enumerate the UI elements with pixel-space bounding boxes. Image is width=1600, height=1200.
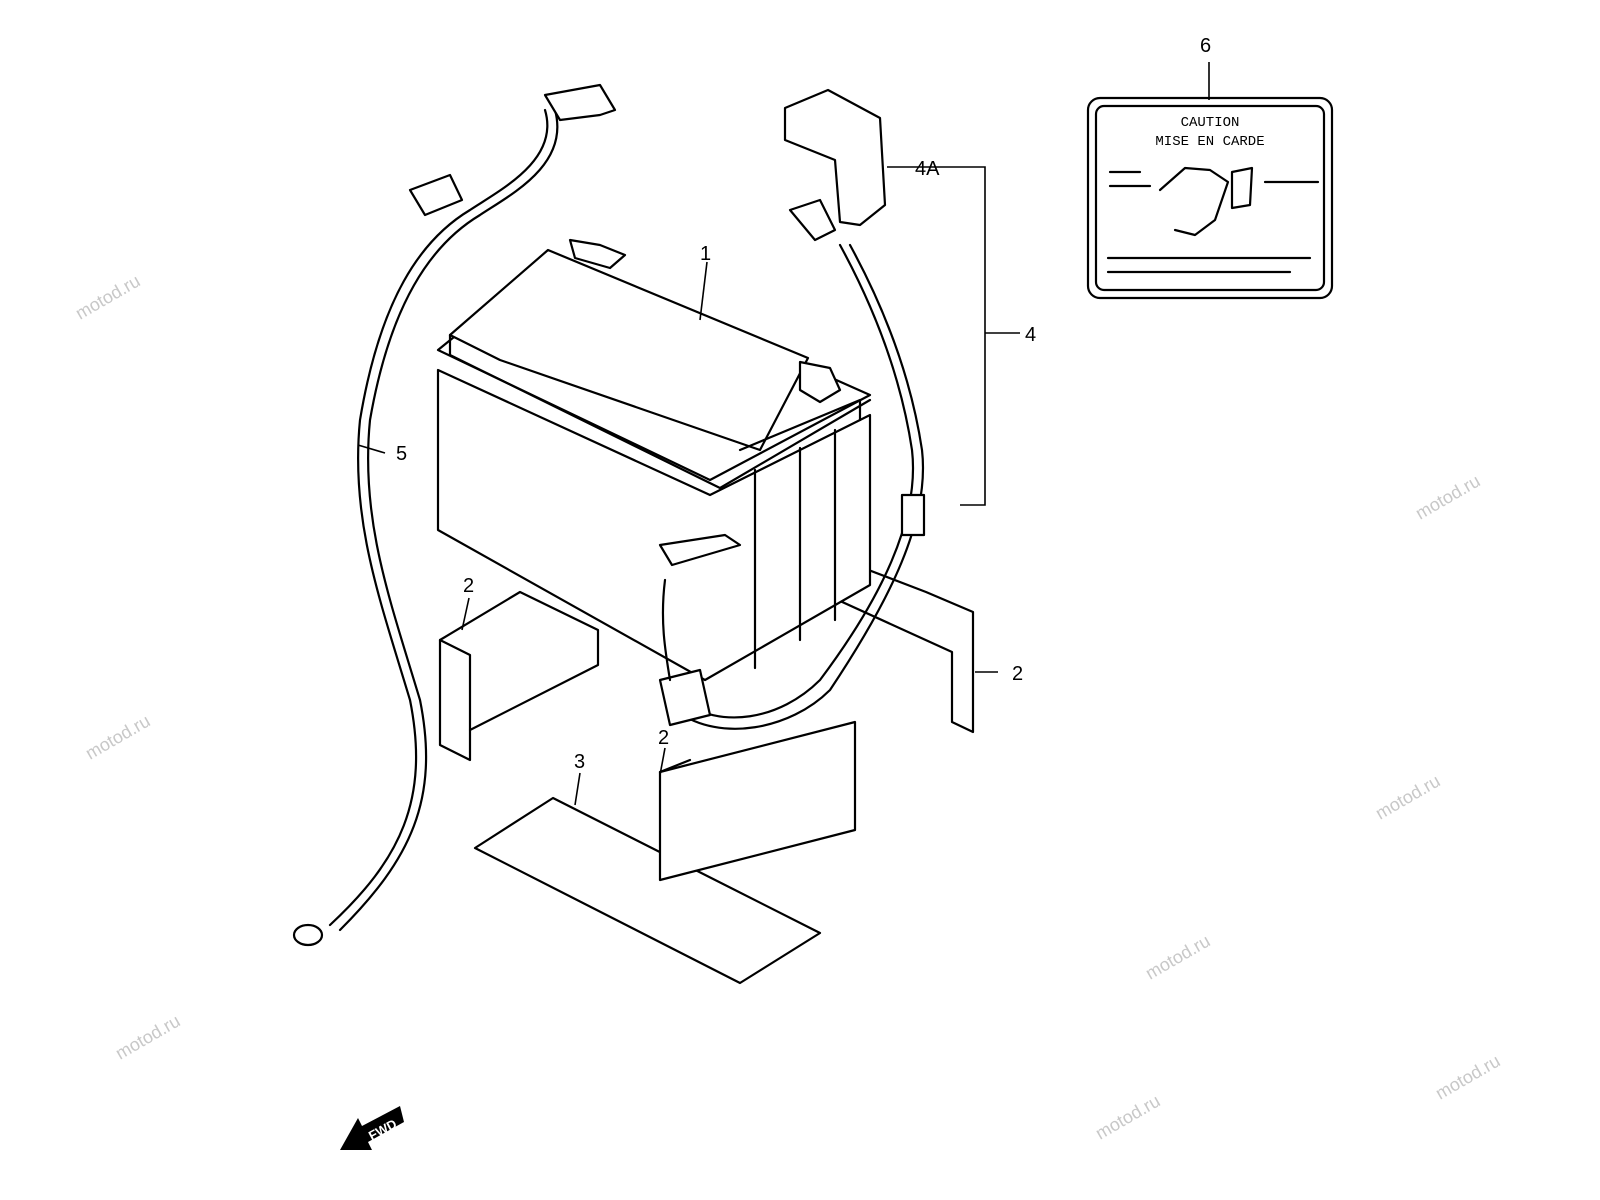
callout-2-left: 2 — [463, 575, 474, 597]
watermark-text: motod.ru — [82, 711, 154, 764]
callout-3: 3 — [574, 751, 585, 773]
callout-6: 6 — [1200, 35, 1211, 57]
terminal-cover — [783, 88, 887, 227]
caution-subtitle: MISE EN CARDE — [1155, 134, 1264, 150]
watermark-text: motod.ru — [1142, 931, 1214, 984]
callout-5: 5 — [396, 443, 407, 465]
positive-lead — [658, 198, 926, 730]
watermark-text: motod.ru — [112, 1011, 184, 1064]
watermark-text: motod.ru — [1372, 771, 1444, 824]
callout-4a: 4A — [915, 158, 940, 180]
spacer-front — [658, 720, 857, 882]
watermark-text: motod.ru — [72, 271, 144, 324]
fwd-label: FWD — [366, 1116, 399, 1143]
watermark-text: motod.ru — [1092, 1091, 1164, 1144]
watermark-text: motod.ru — [1412, 471, 1484, 524]
fwd-arrow-icon: FWD — [340, 1106, 404, 1150]
callout-1: 1 — [700, 243, 711, 265]
watermark-text: motod.ru — [1432, 1051, 1504, 1104]
caution-title: CAUTION — [1181, 115, 1240, 131]
callout-2-front: 2 — [658, 727, 669, 749]
leader-lines — [357, 62, 1210, 806]
callout-4: 4 — [1025, 324, 1036, 346]
spacer-left — [438, 590, 600, 762]
negative-lead — [292, 83, 617, 947]
callout-2-right: 2 — [1012, 663, 1023, 685]
caution-label — [1086, 96, 1334, 300]
battery-pad — [473, 796, 822, 985]
battery — [436, 238, 872, 682]
